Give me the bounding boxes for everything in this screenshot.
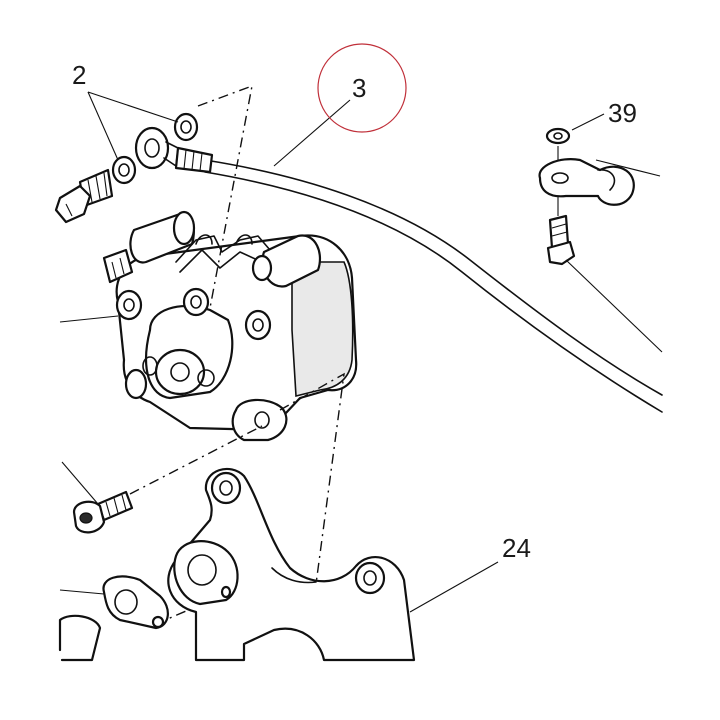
caliper-mounting-bolt [61, 461, 134, 534]
sealing-washers [111, 112, 199, 185]
spacer-plate [58, 575, 169, 662]
caliper-carrier-bracket [167, 467, 499, 662]
callout-24: 24 [502, 533, 531, 563]
caliper-leader [59, 315, 119, 323]
hose-clamp [538, 113, 663, 353]
highlight-circle [317, 43, 407, 133]
brake-caliper [102, 210, 358, 442]
leader-3 [273, 99, 351, 167]
callout-3: 3 [352, 73, 366, 103]
banjo-bolt [54, 168, 114, 224]
leader-2 [87, 91, 179, 161]
callout-2: 2 [72, 60, 86, 90]
brake-hose [134, 126, 663, 413]
callout-39: 39 [608, 98, 637, 128]
